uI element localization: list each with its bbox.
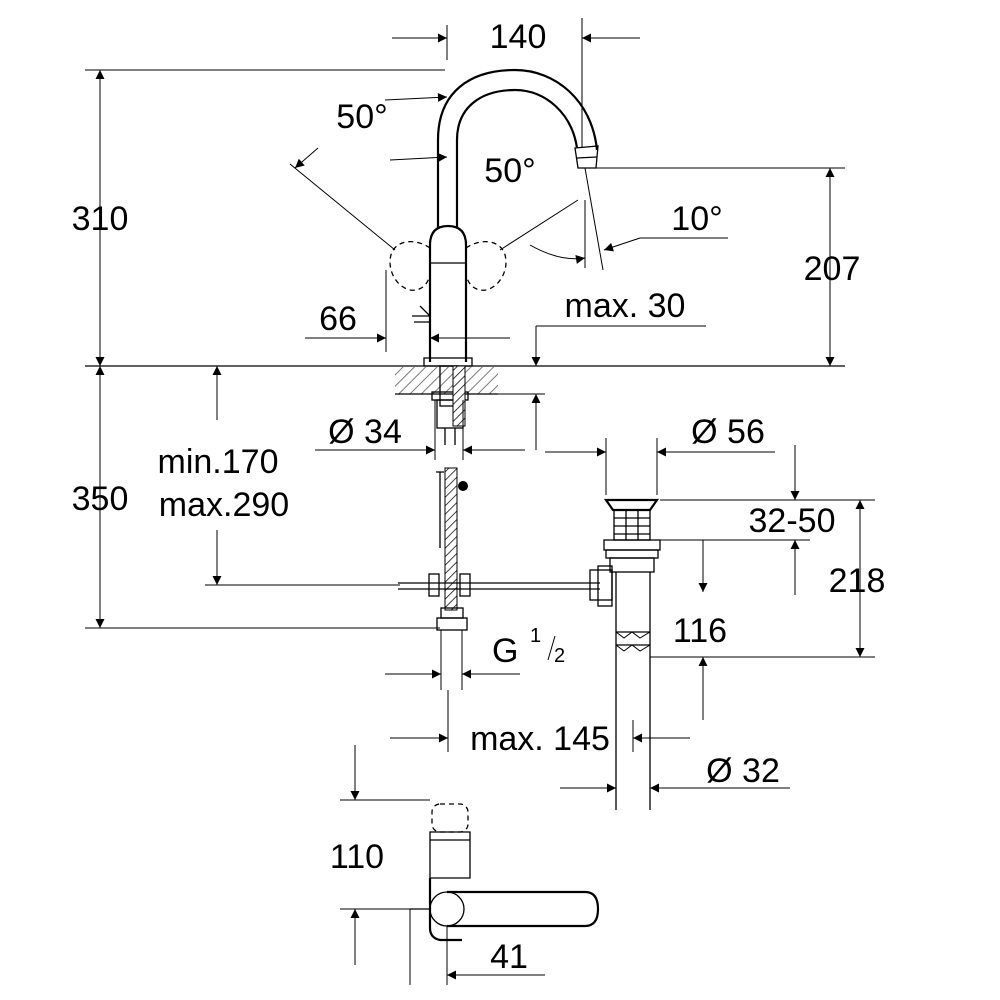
dim-32-50: [660, 445, 875, 595]
label-thread: G 1 2: [492, 625, 565, 670]
dim-angle-right: [389, 152, 579, 251]
label-angle-10: 10°: [671, 200, 722, 238]
label-66: 66: [319, 300, 357, 338]
dim-140: [392, 18, 640, 148]
dim-110: [340, 745, 430, 965]
waste-assembly: [589, 498, 661, 810]
dim-218: [650, 500, 875, 658]
label-41: 41: [490, 938, 528, 976]
faucet-body: [412, 224, 473, 367]
label-116: 116: [673, 612, 727, 650]
label-310: 310: [72, 200, 129, 238]
label-diameter-34: Ø 34: [328, 413, 402, 451]
dim-207: [585, 167, 845, 366]
top-view: [410, 803, 600, 942]
label-207: 207: [804, 250, 861, 288]
thread-letter: G: [492, 632, 518, 670]
label-angle-right: 50°: [484, 152, 535, 190]
dim-angle-left: [289, 92, 448, 251]
label-350: 350: [72, 480, 129, 518]
dim-350: [85, 366, 440, 629]
label-32-50: 32-50: [749, 502, 836, 540]
dim-thread: [385, 630, 520, 690]
dim-145: [390, 690, 690, 752]
label-angle-left: 50°: [336, 98, 387, 136]
label-min-170: min.170: [158, 443, 279, 481]
dim-min-max: [205, 366, 400, 586]
label-diameter-56: Ø 56: [691, 413, 765, 451]
lever-ghost-right: [465, 241, 507, 291]
label-110: 110: [330, 838, 384, 876]
label-max-290: max.290: [159, 486, 289, 524]
dim-angle-10: [529, 167, 728, 271]
dim-41: [409, 909, 545, 985]
pop-up-rod: [398, 573, 600, 597]
dim-34: [315, 400, 525, 460]
dim-66: [305, 270, 510, 352]
label-140: 140: [490, 18, 547, 56]
dim-max30: [498, 325, 706, 450]
dim-56: [545, 438, 775, 495]
label-max-145: max. 145: [470, 720, 610, 758]
dim-310: [85, 69, 445, 366]
label-diameter-32: Ø 32: [706, 752, 780, 790]
spout: [436, 68, 599, 228]
thread-denominator: 2: [554, 645, 565, 667]
supply-hose: [436, 467, 468, 631]
lever-ghost-left: [389, 241, 431, 291]
label-max-30: max. 30: [565, 287, 686, 325]
label-218: 218: [829, 562, 886, 600]
thread-numerator: 1: [530, 625, 541, 647]
